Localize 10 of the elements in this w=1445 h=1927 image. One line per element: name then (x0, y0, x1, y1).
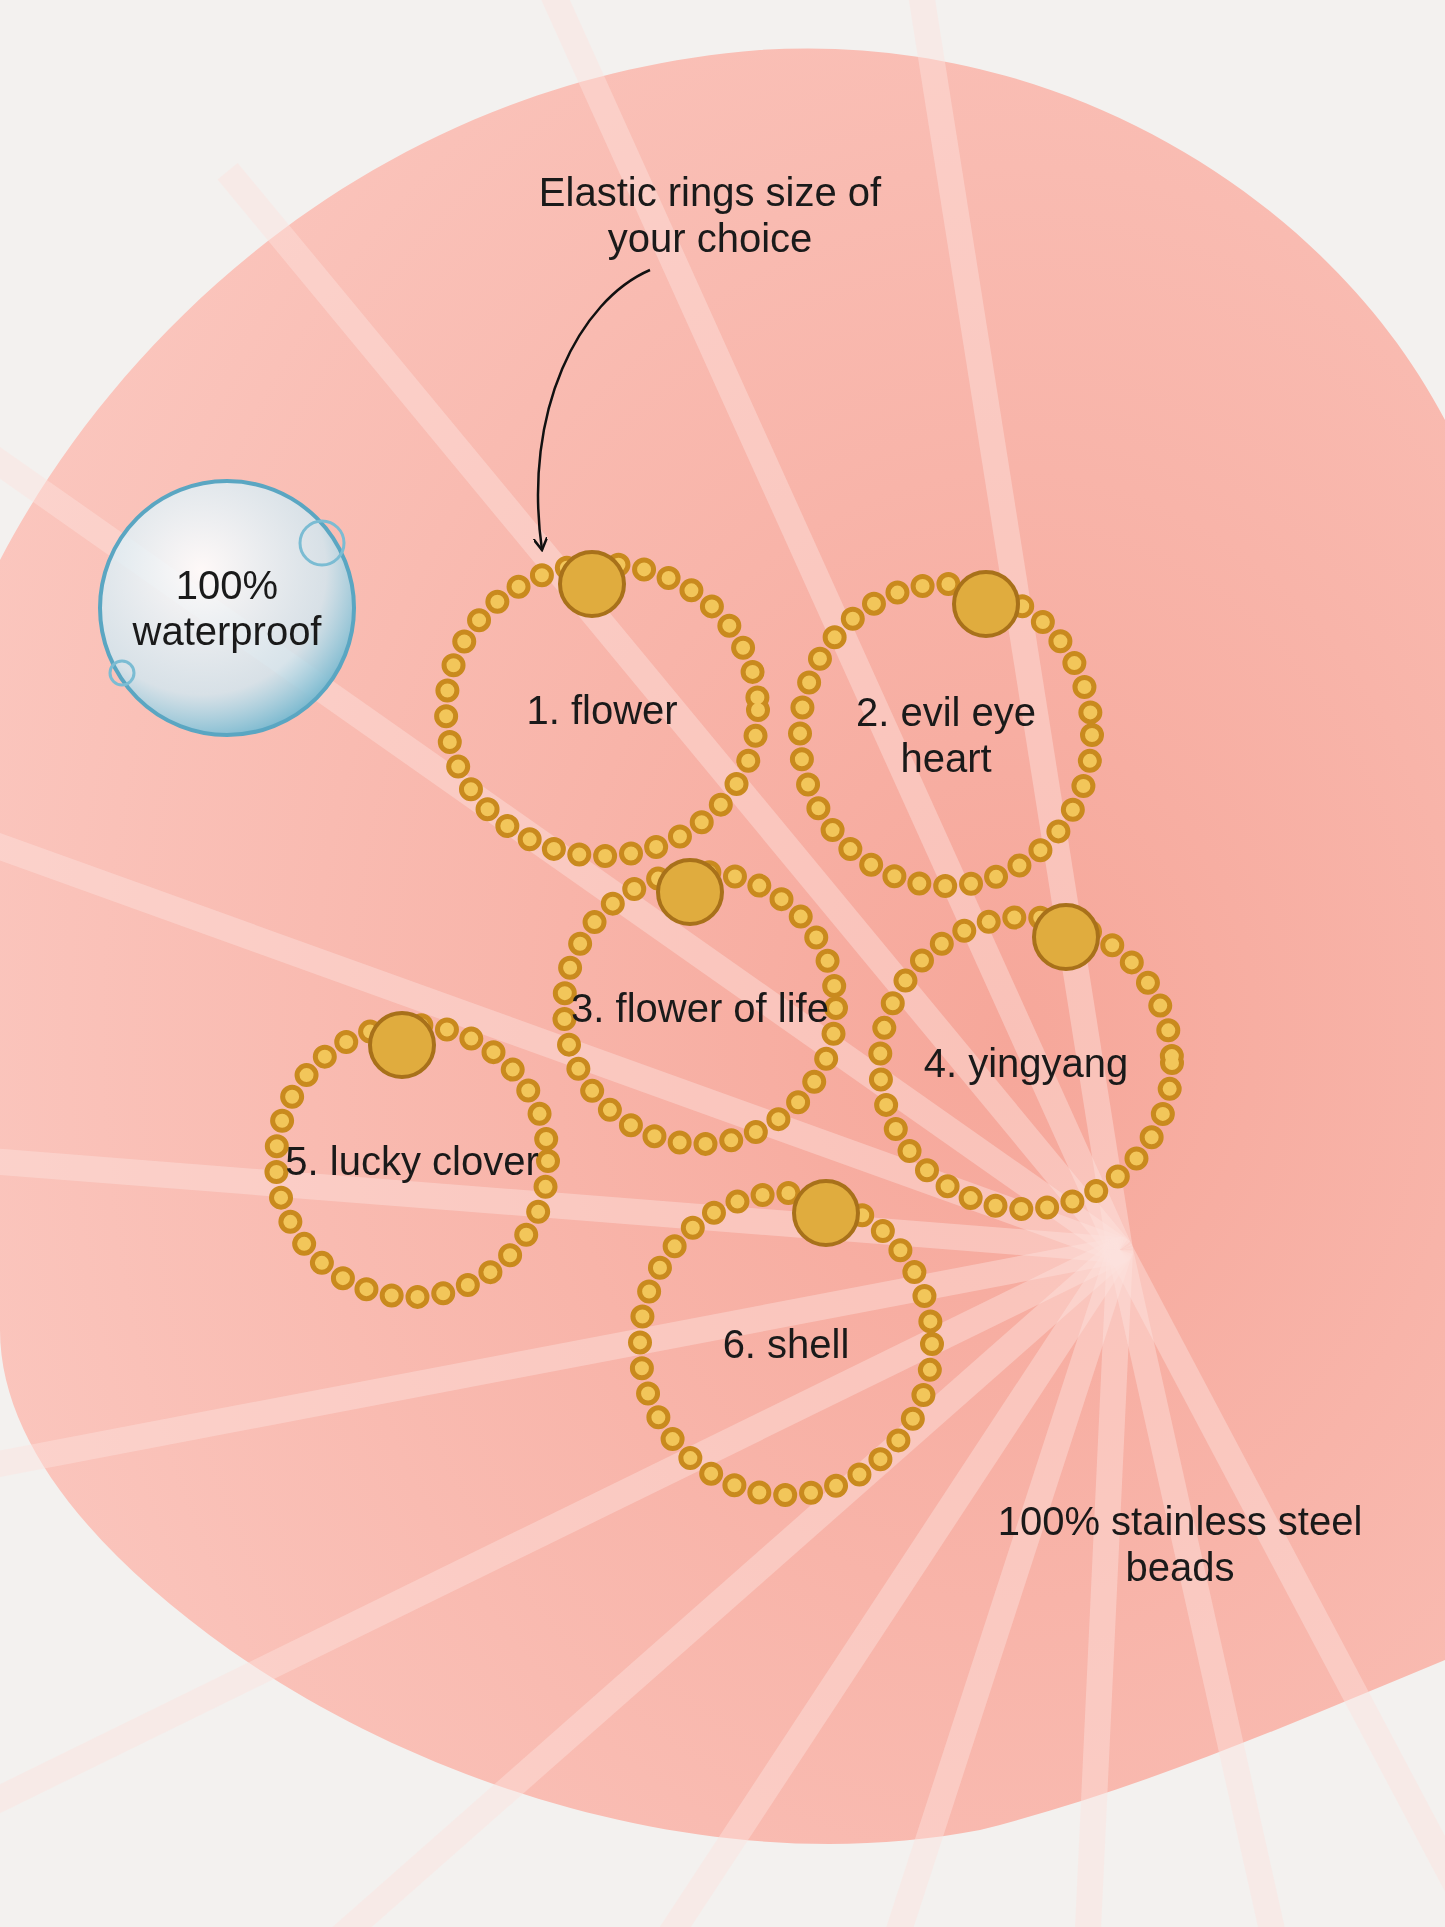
ring-label: 5. lucky clover (284, 1138, 540, 1184)
ring-label: 1. flower (525, 687, 679, 733)
waterproof-label: 100% waterproof (131, 562, 323, 654)
ring-label: 6. shell (721, 1321, 851, 1367)
ring-label: 3. flower of life (570, 985, 830, 1031)
note-text: Elastic rings size of your choice (537, 169, 883, 261)
ring-label: 2. evil eye heart (854, 689, 1038, 781)
ring-label: 4. yingyang (922, 1040, 1130, 1086)
note-text: 100% stainless steel beads (996, 1498, 1364, 1590)
arrow (532, 268, 651, 552)
